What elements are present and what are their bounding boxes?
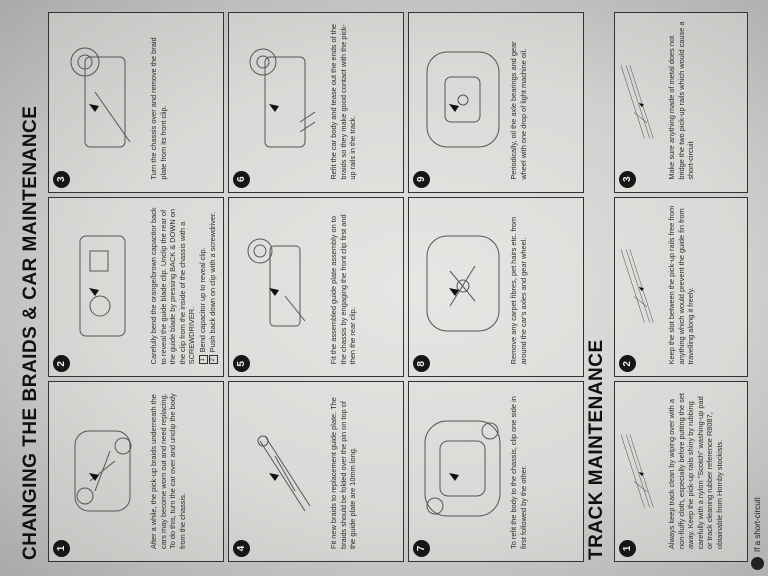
illustration xyxy=(249,48,316,148)
braids-step-8: 8 Remove any carpet fibres, pet hairs etc… xyxy=(408,196,584,378)
braids-step-3: 3 Turn the chassis over and remove the br… xyxy=(48,12,224,193)
step-text: To refit the body to the chassis, clip o… xyxy=(509,396,528,549)
step-number-badge: 5 xyxy=(233,355,250,373)
step-text: Keep the slot between the pick-up rails … xyxy=(667,205,696,365)
sub-step: 2 Push back down on clip with a screwdriv… xyxy=(208,206,218,365)
step-number-badge: 4 xyxy=(233,540,250,557)
step-number-badge: 3 xyxy=(53,170,70,188)
braids-step-4: 4 Fit new braids to replacement guide pla… xyxy=(228,381,404,562)
step-text-block: Always keep track clean by wiping over w… xyxy=(667,390,725,549)
track-maintenance-title: TRACK MAINTENANCE xyxy=(586,339,607,560)
step-text-block: Keep the slot between the pick-up rails … xyxy=(667,206,696,365)
step-text: Periodically, oil the axle bearings and … xyxy=(509,41,528,180)
step-text: Always keep track clean by wiping over w… xyxy=(667,393,724,549)
track-step-2: 2 Keep the slot between the pick-up rails… xyxy=(614,196,748,378)
step-text: Turn the chassis over and remove the bra… xyxy=(149,37,168,180)
step-text: After a while, the pick-up braids undern… xyxy=(149,393,187,549)
step-text: Fit new braids to replacement guide plat… xyxy=(329,397,358,549)
step-number-badge: 1 xyxy=(619,540,636,557)
illustration xyxy=(257,435,311,512)
step-text-block: To refit the body to the chassis, clip o… xyxy=(509,390,528,549)
step-number-badge: 7 xyxy=(413,540,430,557)
step-text-block: After a while, the pick-up braids undern… xyxy=(149,390,187,549)
step-number-badge: 2 xyxy=(53,355,70,373)
arrow-icon xyxy=(89,288,99,297)
illustration xyxy=(621,249,654,323)
step-number-badge: 9 xyxy=(413,170,430,188)
illustration xyxy=(70,47,131,148)
illustration xyxy=(74,430,132,512)
step-text: Fit the assembled guide plate assembly o… xyxy=(329,214,358,365)
step-text-block: Turn the chassis over and remove the bra… xyxy=(149,21,168,180)
track-panels: 1 Always keep track clean by wiping over … xyxy=(614,12,748,562)
step-text: Make sure anything made of metal does no… xyxy=(667,21,696,180)
step-text-block: Fit the assembled guide plate assembly o… xyxy=(329,206,358,365)
arrow-icon xyxy=(89,473,99,481)
step-text-block: Make sure anything made of metal does no… xyxy=(667,21,696,180)
page-title: CHANGING THE BRAIDS & CAR MAINTENANCE xyxy=(20,105,41,560)
sub-step-number: 1 xyxy=(198,355,208,365)
sub-step-text: Bend capacitor up to reveal clip. xyxy=(197,247,207,353)
step-text-block: Carefully bend the orange/brown capacito… xyxy=(149,206,218,365)
arrow-icon xyxy=(449,473,459,481)
illustration xyxy=(621,65,654,139)
braids-step-9: 9 Periodically, oil the axle bearings and… xyxy=(408,12,584,193)
step-number-badge: 3 xyxy=(619,170,636,188)
sub-steps: 1 Bend capacitor up to reveal clip.2 Push … xyxy=(198,206,218,365)
arrow-icon xyxy=(638,472,644,477)
track-step-1: 1 Always keep track clean by wiping over … xyxy=(614,381,748,562)
step-text-block: Fit new braids to replacement guide plat… xyxy=(329,390,358,549)
braids-step-7: 7 To refit the body to the chassis, clip … xyxy=(408,381,584,562)
step-text-block: Refit the car body and tease out the end… xyxy=(329,21,358,180)
arrow-icon xyxy=(269,473,279,481)
illustration xyxy=(426,235,500,332)
arrow-icon xyxy=(449,103,459,112)
arrow-icon xyxy=(449,288,459,297)
track-step-3: 3 Make sure anything made of metal does n… xyxy=(614,12,748,193)
arrow-icon xyxy=(269,288,279,297)
step-text: Carefully bend the orange/brown capacito… xyxy=(149,207,197,365)
arrow-icon xyxy=(638,287,644,292)
step-text-block: Periodically, oil the axle bearings and … xyxy=(509,21,528,180)
illustration xyxy=(424,420,501,517)
step-text: Remove any carpet fibres, pet hairs etc.… xyxy=(509,216,528,365)
illustration xyxy=(247,238,306,327)
step-text: Refit the car body and tease out the end… xyxy=(329,23,358,180)
arrow-icon xyxy=(89,103,99,112)
step-text-block: Remove any carpet fibres, pet hairs etc.… xyxy=(509,206,528,365)
sub-step: 1 Bend capacitor up to reveal clip. xyxy=(198,206,208,365)
step-number-badge: 1 xyxy=(53,540,70,557)
illustration xyxy=(79,235,126,337)
illustration xyxy=(621,434,654,508)
step-number-badge: 2 xyxy=(619,355,636,373)
arrow-icon xyxy=(269,103,279,112)
braids-step-1: 1 After a while, the pick-up braids under… xyxy=(48,381,224,562)
braids-step-5: 5 Fit the assembled guide plate assembly … xyxy=(228,196,404,378)
sub-step-text: Push back down on clip with a screwdrive… xyxy=(207,211,217,353)
step-number-badge: 6 xyxy=(233,170,250,188)
sub-step-number: 2 xyxy=(208,355,218,365)
braids-step-6: 6 Refit the car body and tease out the en… xyxy=(228,12,404,193)
illustration xyxy=(426,51,500,148)
footer-bullet-icon xyxy=(751,557,764,570)
arrow-icon xyxy=(638,102,644,107)
footer-text: If a short-circuit xyxy=(753,497,762,552)
braids-step-2: 2 Carefully bend the orange/brown capacit… xyxy=(48,196,224,378)
step-number-badge: 8 xyxy=(413,355,430,373)
